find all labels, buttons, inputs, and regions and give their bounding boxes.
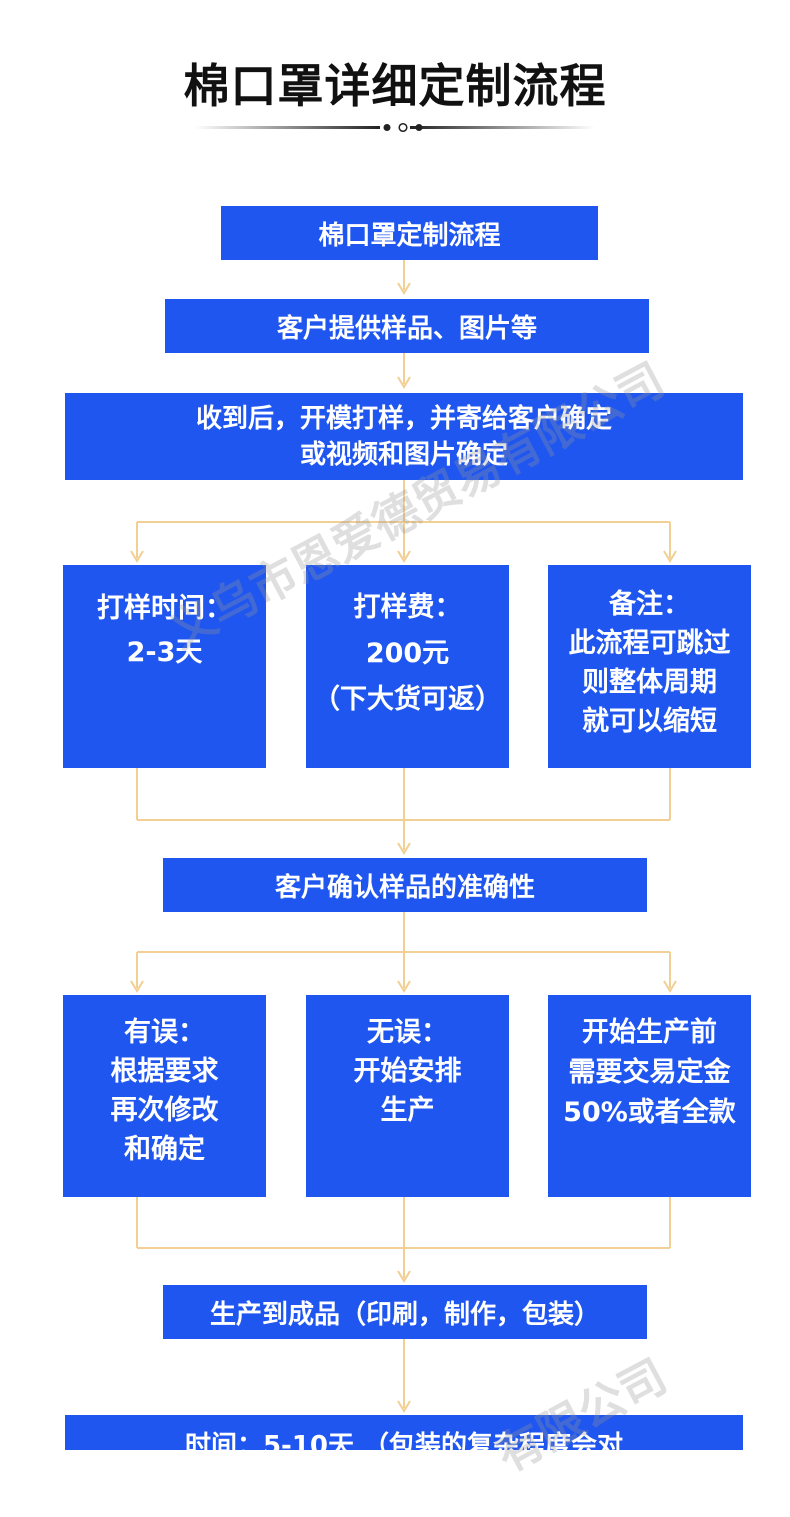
flowchart-page: 棉口罩详细定制流程 (63, 59, 751, 1483)
tile-line: 打样费： (353, 592, 462, 623)
tile-line: 2-3天 (126, 637, 203, 668)
step-label: 客户提供样品、图片等 (276, 313, 537, 344)
tile-line: 需要交易定金 (568, 1057, 731, 1088)
tile-line: 无误： (367, 1017, 448, 1048)
step-production: 生产到成品（印刷，制作，包装） (163, 1285, 647, 1339)
tile-line: 200元 (365, 638, 450, 669)
page-title: 棉口罩详细定制流程 (183, 59, 607, 113)
tile-deposit: 开始生产前 需要交易定金 50%或者全款 (548, 995, 751, 1197)
step-mold-sample: 收到后，开模打样，并寄给客户确定 或视频和图片确定 (65, 393, 743, 480)
connector-lines (130, 260, 677, 1413)
step-label: 棉口罩定制流程 (318, 220, 501, 251)
title-divider (195, 122, 595, 133)
tile-line: 再次修改 (110, 1095, 219, 1126)
tile-line: 生产 (380, 1095, 435, 1126)
tile-line: 备注： (609, 589, 690, 620)
tile-line: 有误： (124, 1017, 205, 1048)
tile-line: 和确定 (124, 1134, 205, 1165)
step-customer-provides-samples: 客户提供样品、图片等 (165, 299, 649, 353)
tile-line: 开始安排 (353, 1056, 462, 1087)
step-label-line2: 或视频和图片确定 (299, 439, 508, 470)
tile-line: 打样时间： (97, 593, 232, 624)
step-confirm-sample: 客户确认样品的准确性 (163, 858, 647, 912)
step-lead-time: 时间：5-10天 （包装的复杂程度会对 (65, 1415, 743, 1461)
step-label: 时间：5-10天 （包装的复杂程度会对 (184, 1431, 624, 1461)
tile-line: 开始生产前 (582, 1017, 717, 1048)
tile-sample-time: 打样时间： 2-3天 (63, 565, 266, 768)
step-label-line1: 收到后，开模打样，并寄给客户确定 (195, 403, 612, 434)
step-custom-process: 棉口罩定制流程 (221, 206, 598, 260)
tile-line: 则整体周期 (582, 667, 717, 698)
tile-line: 就可以缩短 (582, 706, 717, 737)
tile-sample-fee: 打样费： 200元 （下大货可返） (306, 565, 509, 768)
tile-sample-note: 备注： 此流程可跳过 则整体周期 就可以缩短 (548, 565, 751, 768)
tile-line: 根据要求 (110, 1056, 219, 1087)
tile-line: 50%或者全款 (563, 1097, 736, 1128)
step-label: 客户确认样品的准确性 (274, 872, 535, 903)
tile-no-errors: 无误： 开始安排 生产 (306, 995, 509, 1197)
tile-line: 此流程可跳过 (568, 628, 731, 659)
tile-has-errors: 有误： 根据要求 再次修改 和确定 (63, 995, 266, 1197)
step-label: 生产到成品（印刷，制作，包装） (209, 1299, 600, 1330)
tile-line: （下大货可返） (313, 684, 502, 715)
